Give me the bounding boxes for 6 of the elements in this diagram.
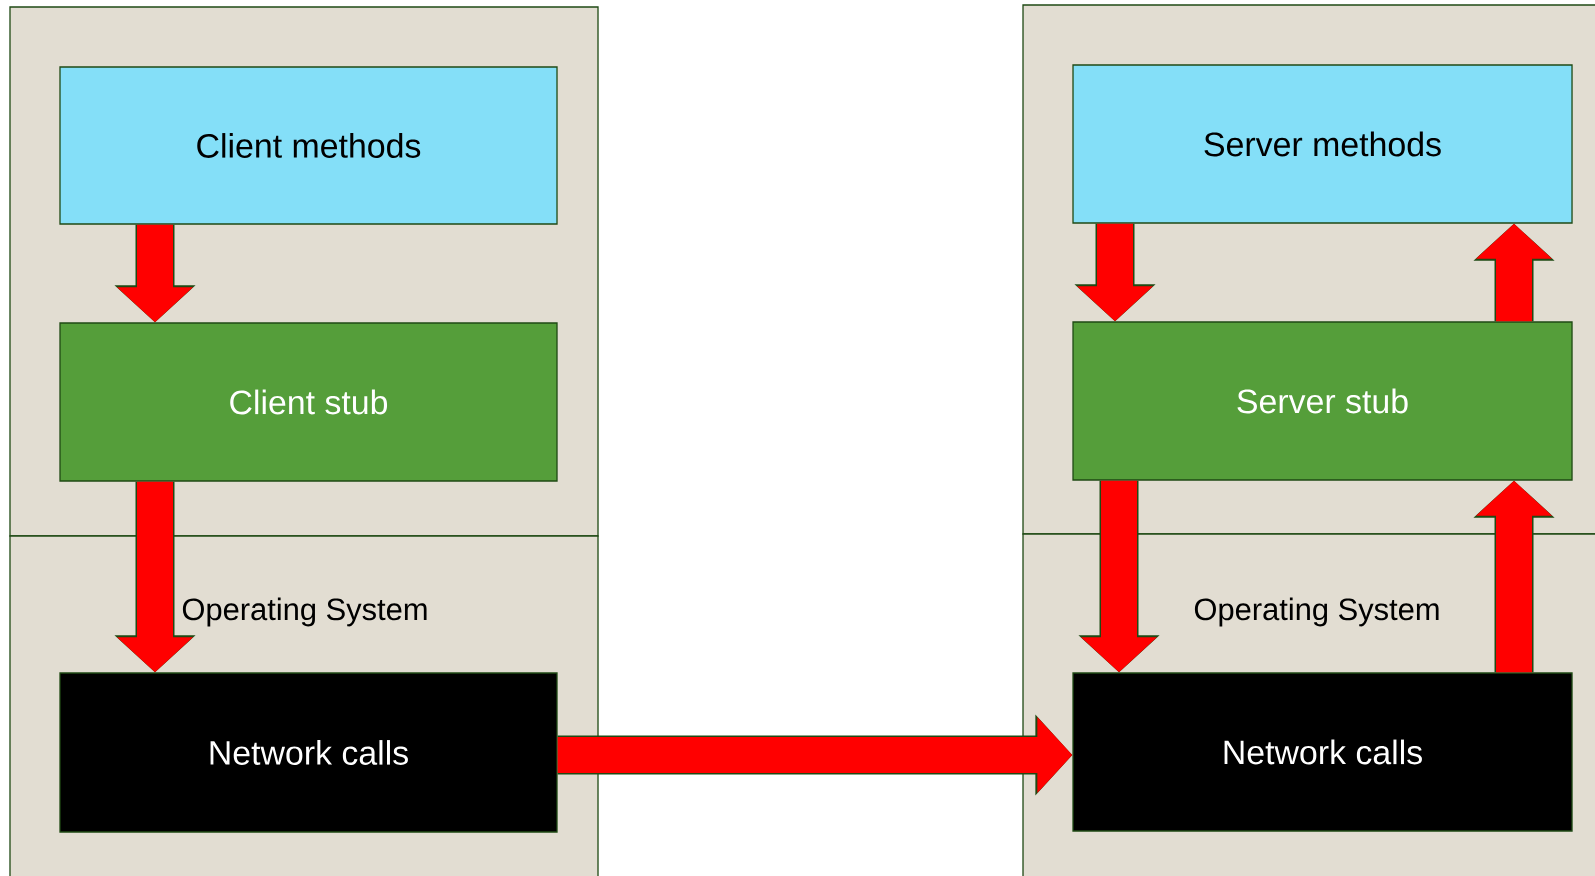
methods-box: Server methods xyxy=(1072,64,1573,224)
methods-box: Client methods xyxy=(59,66,558,225)
network-box: Network calls xyxy=(59,672,558,833)
stub-box: Client stub xyxy=(59,322,558,482)
network-box: Network calls xyxy=(1072,672,1573,832)
stub-box: Server stub xyxy=(1072,321,1573,481)
